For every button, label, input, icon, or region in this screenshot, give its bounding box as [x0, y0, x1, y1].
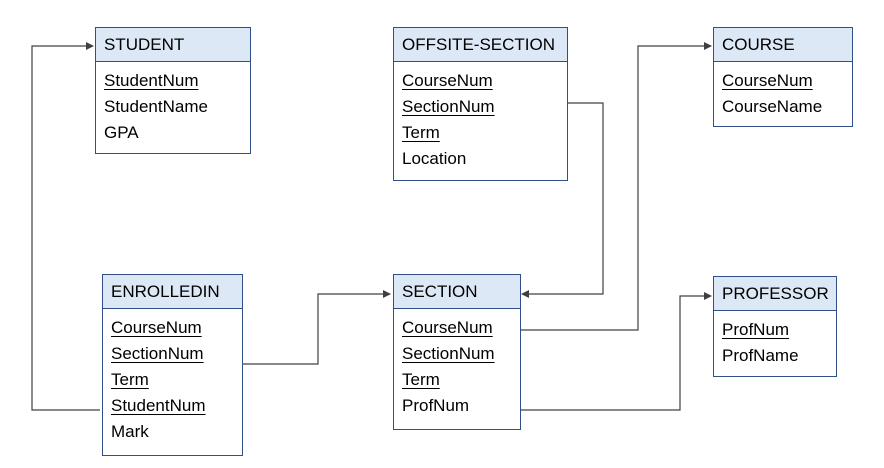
attribute-list: CourseNum CourseName — [714, 62, 852, 126]
attribute: Term — [111, 370, 149, 389]
attribute: CourseNum — [722, 71, 813, 90]
entity-name: ENROLLEDIN — [103, 275, 242, 309]
entity-name: SECTION — [394, 275, 520, 309]
attribute: GPA — [104, 123, 139, 142]
attribute: Location — [402, 149, 467, 168]
attribute: Mark — [111, 422, 149, 441]
entity-enrolledin: ENROLLEDIN CourseNum SectionNum Term Stu… — [102, 274, 243, 456]
attribute-list: StudentNum StudentName GPA — [96, 62, 250, 152]
attribute-list: CourseNum SectionNum Term StudentNum Mar… — [103, 309, 242, 451]
entity-section: SECTION CourseNum SectionNum Term ProfNu… — [393, 274, 521, 430]
attribute: ProfNum — [402, 396, 470, 415]
relationship-section-professor — [521, 292, 712, 411]
attribute: CourseNum — [111, 318, 202, 337]
attribute: ProfName — [722, 346, 799, 365]
entity-offsite-section: OFFSITE-SECTION CourseNum SectionNum Ter… — [393, 27, 568, 181]
attribute: StudentNum — [104, 71, 199, 90]
attribute: CourseName — [722, 97, 823, 116]
attribute: StudentName — [104, 97, 208, 116]
attribute: StudentNum — [111, 396, 206, 415]
attribute: ProfNum — [722, 320, 790, 339]
entity-course: COURSE CourseNum CourseName — [713, 27, 853, 127]
relationship-offsite-section-section — [521, 102, 604, 298]
attribute: SectionNum — [111, 344, 204, 363]
relationship-section-course — [521, 42, 712, 331]
relationship-enrolledin-section — [243, 290, 391, 365]
attribute: Term — [402, 370, 440, 389]
attribute-list: CourseNum SectionNum Term ProfNum — [394, 309, 520, 425]
attribute: CourseNum — [402, 71, 493, 90]
entity-student: STUDENT StudentNum StudentName GPA — [95, 27, 251, 154]
attribute-list: ProfNum ProfName — [714, 311, 836, 375]
relationship-enrolledin-student — [31, 42, 100, 411]
attribute: SectionNum — [402, 344, 495, 363]
entity-professor: PROFESSOR ProfNum ProfName — [713, 276, 837, 377]
entity-name: PROFESSOR — [714, 277, 836, 311]
attribute: Term — [402, 123, 440, 142]
attribute-list: CourseNum SectionNum Term Location — [394, 62, 567, 178]
entity-name: COURSE — [714, 28, 852, 62]
attribute: CourseNum — [402, 318, 493, 337]
entity-name: STUDENT — [96, 28, 250, 62]
attribute: SectionNum — [402, 97, 495, 116]
entity-name: OFFSITE-SECTION — [394, 28, 567, 62]
